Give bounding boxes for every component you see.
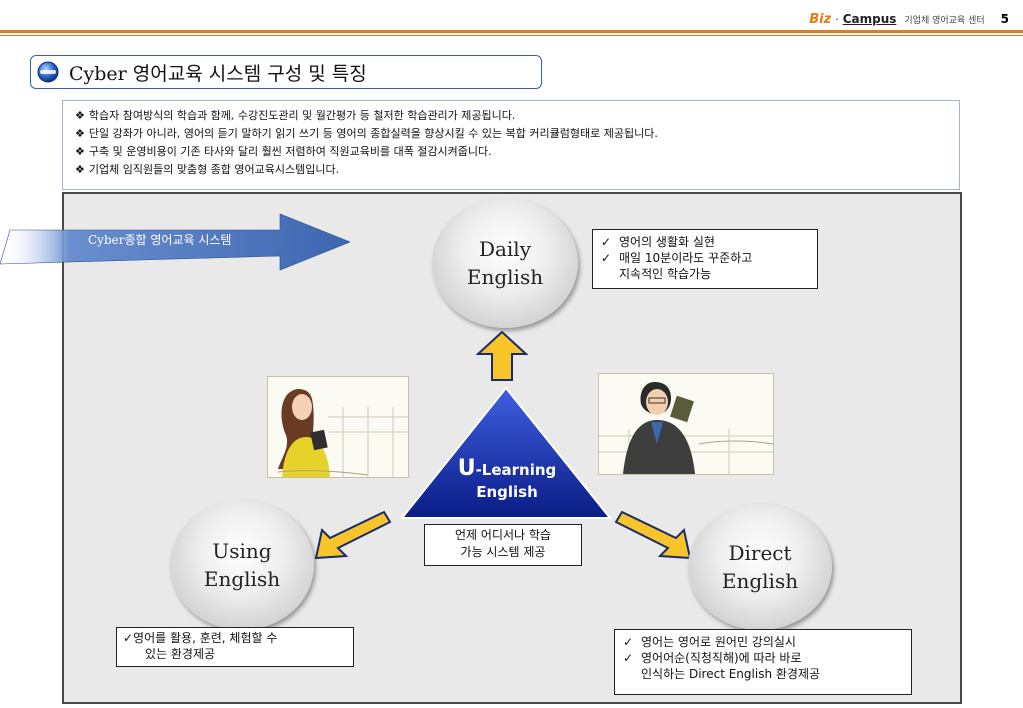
check-icon: ✓ [623, 651, 634, 665]
list-item: ✓영어는 영어로 원어민 강의실시 [623, 635, 796, 649]
node-direct-english: Direct English [688, 504, 832, 630]
using-note: ✓영어를 활용, 훈련, 체험할 수 있는 환경제공 [116, 627, 354, 667]
list-item: ✓영어의 생활화 실현 [601, 235, 715, 249]
photo-woman-reading [267, 376, 409, 478]
header-rule-thin [0, 35, 1023, 36]
brand-campus: Campus [842, 12, 897, 26]
direct-note: ✓영어는 영어로 원어민 강의실시 ✓영어어순(직청직해)에 따라 바로 인식하… [614, 629, 912, 695]
check-icon: ✓ [601, 235, 612, 249]
photo-man-reading [598, 373, 774, 475]
arrow-up-icon [476, 330, 528, 381]
using-note-line2: 있는 환경제공 [145, 647, 216, 661]
list-item: ❖학습자 참여방식의 학습과 함께, 수강진도관리 및 월간평가 등 철저한 학… [75, 109, 516, 122]
list-item: 인식하는 Direct English 환경제공 [641, 667, 821, 681]
daily-note: ✓영어의 생활화 실현 ✓매일 10분이라도 꾸준하고 지속적인 학습가능 [592, 229, 818, 289]
list-item: ❖단일 강좌가 아니라, 영어의 듣기 말하기 읽기 쓰기 등 영어의 종합실력… [75, 127, 658, 140]
list-item: ❖구축 및 운영비용이 기존 타사와 달리 훨씬 저렴하여 직원교육비를 대폭 … [75, 145, 492, 158]
globe-bullet-icon [37, 61, 59, 83]
woman-reading-illustration-icon [268, 377, 408, 477]
center-caption-line2: 가능 시스템 제공 [460, 545, 546, 559]
center-title-line1: U-Learning [457, 456, 557, 481]
feature-bullets: ❖학습자 참여방식의 학습과 함께, 수강진도관리 및 월간평가 등 철저한 학… [62, 100, 960, 190]
header-rule-thick [0, 30, 1023, 33]
bullet-marker-icon: ❖ [75, 145, 85, 158]
brand-biz: Biz [809, 12, 832, 27]
center-title-line2: English [476, 483, 538, 501]
arrow-down-right-icon [614, 510, 692, 560]
using-note-line1: ✓영어를 활용, 훈련, 체험할 수 [123, 631, 278, 645]
bullet-marker-icon: ❖ [75, 109, 85, 122]
check-icon: ✓ [623, 635, 634, 649]
ribbon-label: Cyber종합 영어교육 시스템 [88, 233, 232, 247]
list-item: ✓영어어순(직청직해)에 따라 바로 [623, 651, 802, 665]
center-caption: 언제 어디서나 학습 가능 시스템 제공 [424, 524, 582, 566]
center-caption-line1: 언제 어디서나 학습 [455, 528, 551, 542]
bullet-marker-icon: ❖ [75, 163, 85, 176]
center-title: U-Learning English [432, 458, 582, 503]
brand-center-label: 기업체 영어교육 센터 [904, 16, 985, 26]
node-using-english: Using English [170, 500, 314, 630]
arrow-down-left-icon [314, 510, 392, 560]
node-daily-english: Daily English [432, 198, 578, 328]
ribbon-arrow [0, 213, 350, 271]
check-icon: ✓ [601, 251, 612, 265]
list-item: 지속적인 학습가능 [619, 267, 712, 281]
man-reading-illustration-icon [599, 374, 774, 474]
list-item: ❖기업체 임직원들의 맞춤형 종합 영어교육시스템입니다. [75, 163, 340, 176]
bullet-marker-icon: ❖ [75, 127, 85, 140]
brand-block: Biz · Campus 기업체 영어교육 센터 5 [809, 12, 1009, 27]
brand-separator: · [835, 13, 839, 26]
center-triangle [399, 386, 613, 519]
list-item: ✓매일 10분이라도 꾸준하고 [601, 251, 753, 265]
page-title: Cyber 영어교육 시스템 구성 및 특징 [69, 62, 367, 85]
page-title-box: Cyber 영어교육 시스템 구성 및 특징 [30, 55, 542, 89]
page-number: 5 [1000, 12, 1009, 26]
